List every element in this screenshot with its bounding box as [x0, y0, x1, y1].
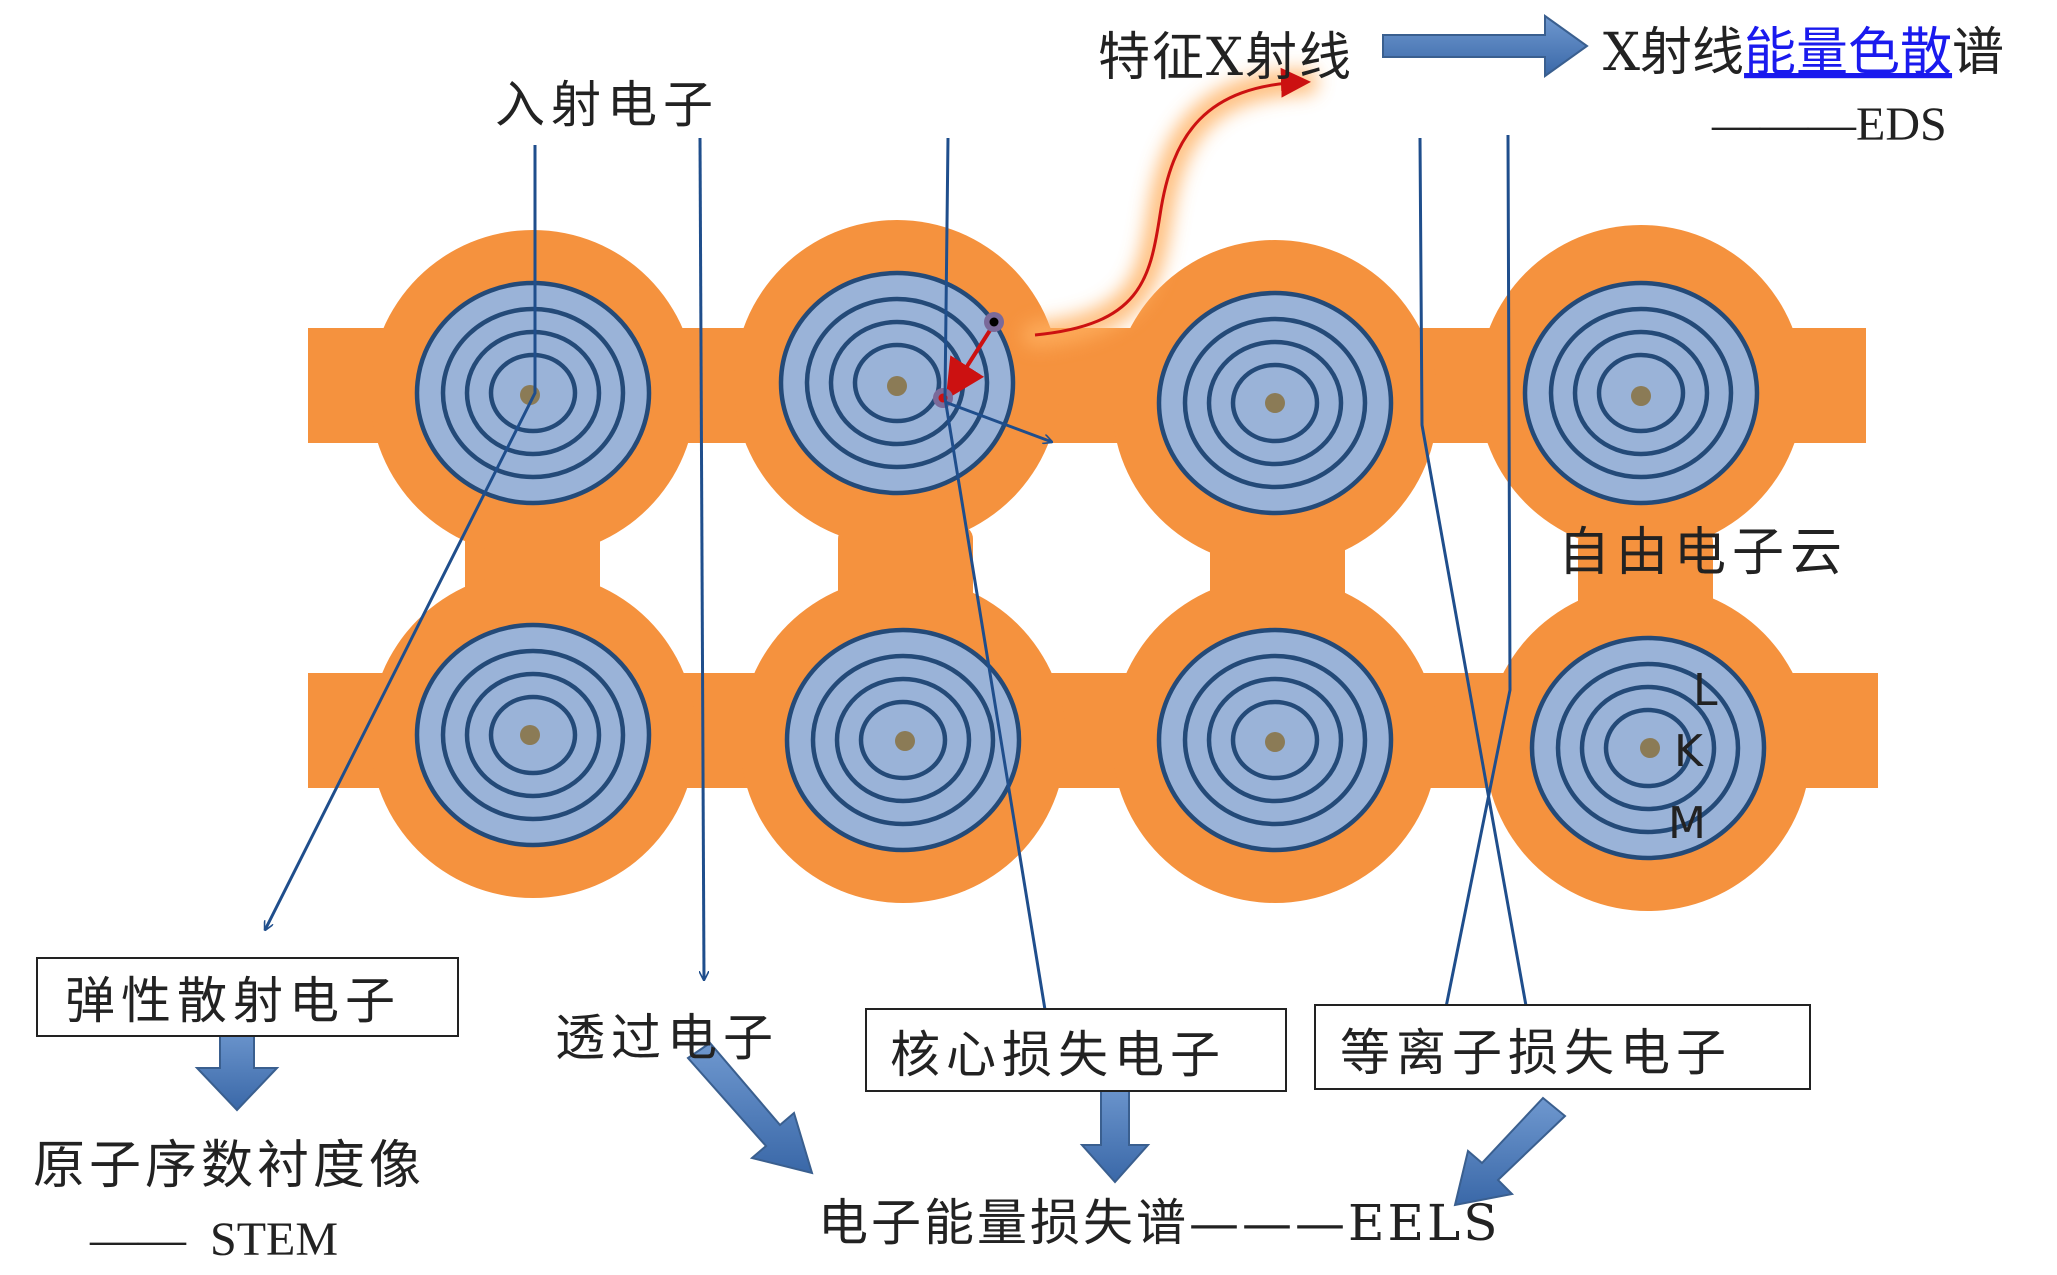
beam-transmitted	[698, 137, 704, 980]
atom	[784, 627, 1022, 853]
label-incident-electron: 入射电子	[495, 76, 719, 134]
arrow-elastic-to-stem	[194, 1024, 280, 1112]
eds-suffix: 谱	[1952, 23, 2004, 83]
shell-label-m: M	[1668, 798, 1706, 849]
box-core-loss	[865, 1008, 1287, 1092]
atom	[414, 622, 652, 848]
atoms	[414, 270, 1767, 861]
atom	[1156, 627, 1394, 853]
nucleus	[1265, 732, 1285, 752]
atom	[1522, 280, 1760, 506]
characteristic-xray-path	[1022, 67, 1318, 348]
label-eels: 电子能量损失谱———EELS	[818, 1194, 1500, 1252]
nucleus	[1265, 393, 1285, 413]
label-transmitted: 透过电子	[555, 1009, 779, 1067]
atom	[1529, 635, 1767, 861]
label-plasmon-loss: 等离子损失电子	[1340, 1024, 1732, 1082]
atom	[778, 270, 1016, 496]
atom	[1156, 290, 1394, 516]
nucleus	[895, 731, 915, 751]
label-z-contrast: 原子序数衬度像	[33, 1136, 425, 1196]
nucleus	[1640, 738, 1660, 758]
beam-plasmon-2	[1443, 134, 1512, 1022]
label-core-loss: 核心损失电子	[890, 1026, 1226, 1084]
nucleus	[1631, 386, 1651, 406]
block-arrows	[194, 14, 1589, 1207]
electron-beams	[263, 134, 1530, 1028]
beam-elastic	[263, 145, 537, 930]
arrow-plasmon-to-eels	[1453, 1096, 1567, 1207]
label-eds-abbr: ———EDS	[1711, 98, 1947, 151]
label-eds-title: X射线能量色散谱	[1603, 23, 2004, 83]
arrow-coreloss-to-eels	[1079, 1079, 1151, 1184]
box-plasmon-loss	[1314, 1004, 1811, 1090]
beam-core-loss	[943, 137, 1048, 1028]
atom	[414, 280, 652, 506]
nucleus	[520, 725, 540, 745]
beam-plasmon-1	[1418, 137, 1530, 1028]
beam-secondary	[944, 400, 1052, 442]
nucleus	[887, 376, 907, 396]
eds-prefix: X射线	[1603, 23, 1744, 83]
label-elastic-scattered: 弹性散射电子	[65, 972, 401, 1030]
label-characteristic-xray: 特征X射线	[1098, 28, 1353, 88]
eds-link[interactable]: 能量色散	[1744, 23, 1952, 83]
shell-label-k: K	[1674, 726, 1704, 777]
label-stem: —— STEM	[89, 1213, 338, 1266]
box-elastic	[36, 957, 459, 1037]
arrow-xray-to-eds	[1382, 14, 1589, 78]
label-free-electron-cloud: 自由电子云	[1558, 523, 1848, 583]
vacancy-electron-core	[989, 317, 999, 327]
label-boxes	[36, 957, 1811, 1092]
arrow-transmitted-to-eels	[686, 1041, 814, 1175]
shell-label-l: L	[1693, 665, 1718, 716]
